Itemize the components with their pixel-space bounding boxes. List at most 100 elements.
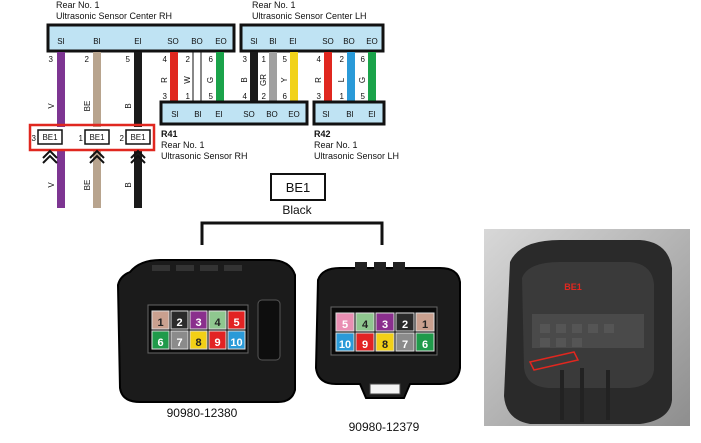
lh-wire-color-label: L [337, 77, 346, 82]
pin-cell-3 [375, 312, 395, 332]
center-rh-pin-eo: EO [215, 37, 227, 46]
rh-wire-color-label: W [183, 76, 192, 84]
r41-pin-so: SO [243, 110, 255, 119]
center-lh-pin-bo: BO [343, 37, 355, 46]
center-lh-pin-si: SI [250, 37, 258, 46]
r41-code: R41 [161, 129, 178, 139]
lh-wire-top-pin: 2 [340, 55, 345, 64]
wire-left-color-label: B [124, 103, 133, 108]
pin-cell-8 [189, 330, 208, 350]
junction-box [84, 129, 110, 145]
lh-out-wire-color-label: B [240, 77, 249, 82]
rh-wire-bottom-pin: 3 [163, 92, 168, 101]
junction-arrow-icon [89, 149, 105, 164]
lh-out-wire-bottom-pin: 2 [262, 92, 267, 101]
lh-out-wire-top-pin: 5 [283, 55, 288, 64]
rh-wire-bottom-pin: 5 [209, 92, 214, 101]
pin-cell-number: 8 [382, 339, 388, 351]
lh-wire-color-label: G [358, 77, 367, 83]
r42-line1: Rear No. 1 [314, 140, 358, 150]
rh-wire-top-pin: 4 [163, 55, 168, 64]
center-lh-pin-so: SO [322, 37, 334, 46]
wire-left-2-upper [93, 52, 101, 127]
connector-photo: BE1 [484, 229, 690, 426]
pin-cell-7 [395, 332, 415, 352]
photo-tag: BE1 [564, 282, 582, 292]
pin-cell-number: 4 [214, 317, 221, 329]
pin-cell-5 [335, 312, 355, 332]
lh-out-wire-color-label: Y [280, 77, 289, 83]
pin-cell-10 [335, 332, 355, 352]
pin-cell-number: 5 [342, 319, 348, 331]
rh-wire-3 [216, 52, 224, 102]
center-lh-pin-ei: EI [289, 37, 297, 46]
lh-wire-3 [368, 52, 376, 102]
r41-pin-si: SI [171, 110, 179, 119]
r41-line2: Ultrasonic Sensor RH [161, 151, 248, 161]
pin-cell-number: 6 [157, 337, 163, 349]
center-rh-line1: Rear No. 1 [56, 0, 100, 10]
center-rh-pin-bo: BO [191, 37, 203, 46]
junction-arrow-icon [42, 149, 58, 164]
lh-out-wire-top-pin: 1 [262, 55, 267, 64]
r41-line1: Rear No. 1 [161, 140, 205, 150]
pin-cell-3 [189, 310, 208, 330]
r42-line2: Ultrasonic Sensor LH [314, 151, 399, 161]
connector-name: BE1 [286, 180, 311, 195]
connector-name-box [270, 173, 326, 201]
lh-out-wire-color-label: GR [259, 74, 268, 86]
lh-wire-top-pin: 4 [317, 55, 322, 64]
center-rh-pin-bi: BI [93, 37, 101, 46]
center-lh-line1: Rear No. 1 [252, 0, 296, 10]
pin-cell-number: 2 [176, 317, 182, 329]
wire-left-top-pin: 5 [126, 55, 131, 64]
wire-left-color-label: BE [83, 101, 92, 112]
center-rh-connector [46, 23, 236, 53]
wire-left-color-label: V [47, 103, 56, 109]
junction-box-label: BE1 [42, 133, 58, 142]
rh-wire-color-label: G [206, 77, 215, 83]
wire-left-bottom-label: BE [83, 180, 92, 191]
junction-box [125, 129, 151, 145]
pin-cell-9 [208, 330, 227, 350]
lh-wire-bottom-pin: 1 [340, 92, 345, 101]
rh-wire-color-label: R [160, 77, 169, 83]
junction-pin-number: 2 [120, 134, 125, 143]
r42-pin-si: SI [322, 110, 330, 119]
center-lh-connector [239, 23, 385, 53]
rh-wire-1 [170, 52, 178, 102]
pin-cell-number: 7 [402, 339, 408, 351]
pin-cell-number: 7 [176, 337, 182, 349]
wire-left-top-pin: 3 [49, 55, 54, 64]
wire-left-1-upper [57, 52, 65, 127]
pin-cell-number: 2 [402, 319, 408, 331]
left-part-number: 90980-12380 [167, 406, 238, 420]
pin-cell-number: 10 [230, 337, 242, 349]
right-part-number: 90980-12379 [349, 420, 420, 434]
r42-connector [312, 100, 386, 126]
r41-connector [159, 100, 309, 126]
pin-cell-6 [415, 332, 435, 352]
r41-pin-bo: BO [266, 110, 278, 119]
pin-cell-6 [151, 330, 170, 350]
pin-cell-2 [395, 312, 415, 332]
rh-wire-top-pin: 2 [186, 55, 191, 64]
lh-wire-color-label: R [314, 77, 323, 83]
r41-pin-bi: BI [194, 110, 202, 119]
pin-cell-number: 1 [422, 319, 428, 331]
pin-cell-7 [170, 330, 189, 350]
junction-arrow-icon [130, 149, 146, 164]
wire-left-3-upper [134, 52, 142, 127]
pin-cell-number: 1 [157, 317, 163, 329]
junction-pin-number: 1 [79, 134, 84, 143]
pin-cell-number: 3 [195, 317, 201, 329]
rh-wire-2 [192, 51, 202, 103]
wire-left-2-lower [93, 149, 101, 208]
pin-cell-1 [151, 310, 170, 330]
